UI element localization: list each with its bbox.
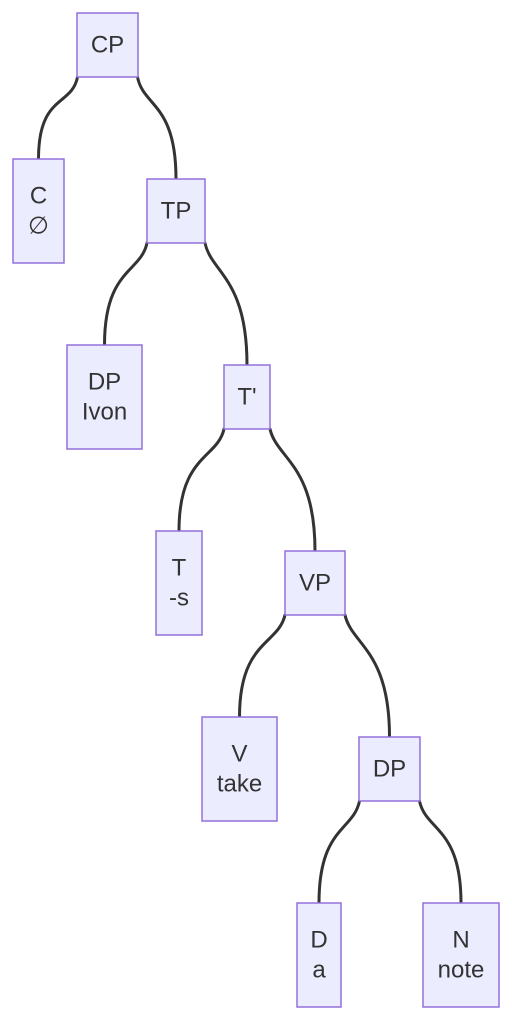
- edge-tbar-to-vp: [268, 427, 317, 553]
- node-dp2-label: DP: [373, 756, 406, 783]
- node-n-word: note: [438, 957, 485, 984]
- edge-dp2-to-n: [418, 799, 463, 905]
- edge-tp-to-dp1: [103, 241, 149, 347]
- node-dp1-label: DP: [88, 369, 121, 396]
- node-vp: VP: [284, 550, 346, 616]
- node-c: C∅: [12, 158, 65, 264]
- node-t-word: -s: [169, 585, 189, 612]
- node-v-box: [201, 716, 278, 822]
- node-vp-box: [284, 550, 346, 616]
- edge-vp-to-v: [238, 613, 287, 719]
- node-d: Da: [296, 902, 342, 1008]
- edge-tbar-to-t: [177, 427, 226, 533]
- node-dp2-box: [358, 736, 421, 802]
- node-tbar-box: [223, 364, 271, 430]
- node-d-word: a: [312, 957, 326, 984]
- node-tp-label: TP: [161, 198, 192, 225]
- node-dp1-word: Ivon: [82, 399, 127, 426]
- edges-layer: [37, 75, 463, 905]
- node-v-label: V: [231, 741, 247, 768]
- node-tp-box: [146, 178, 206, 244]
- node-tp: TP: [146, 178, 206, 244]
- edge-tp-to-tbar: [203, 241, 249, 367]
- node-t: T -s: [155, 530, 203, 636]
- node-dp2: DP: [358, 736, 421, 802]
- node-d-box: [296, 902, 342, 1008]
- node-vp-label: VP: [299, 570, 331, 597]
- node-dp1-box: [66, 344, 143, 450]
- node-cp-label: CP: [91, 32, 124, 59]
- node-c-label: C: [30, 183, 47, 210]
- node-tbar-label: T': [237, 384, 256, 411]
- node-c-word: ∅: [28, 213, 49, 240]
- node-n-box: [422, 902, 500, 1008]
- node-cp-box: [76, 12, 139, 78]
- edge-dp2-to-d: [317, 799, 361, 905]
- node-n-label: N: [452, 927, 469, 954]
- edge-vp-to-dp2: [343, 613, 391, 739]
- node-dp1: DP Ivon: [66, 344, 143, 450]
- node-t-label: T: [172, 555, 187, 582]
- node-c-box: [12, 158, 65, 264]
- node-t-box: [155, 530, 203, 636]
- node-cp: CP: [76, 12, 139, 78]
- node-d-label: D: [310, 927, 327, 954]
- node-v-word: take: [217, 771, 262, 798]
- edge-cp-to-c: [37, 75, 79, 161]
- node-tbar: T': [223, 364, 271, 430]
- edge-cp-to-tp: [136, 75, 178, 181]
